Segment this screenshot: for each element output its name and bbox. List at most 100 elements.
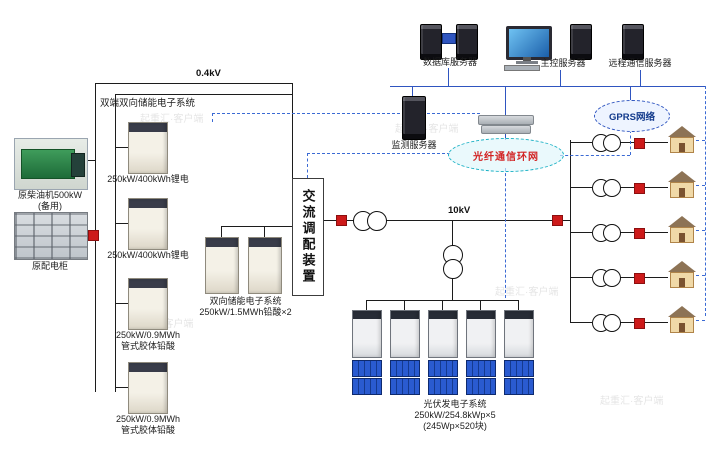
transformer-icon <box>603 224 621 242</box>
voltage-label-04kv: 0.4kV <box>196 68 221 79</box>
power-line <box>643 142 668 143</box>
mid-storage-line2: 250kW/1.5MWh铅酸×2 <box>199 306 292 317</box>
power-line <box>292 83 293 178</box>
power-line <box>115 387 128 388</box>
house-door <box>679 188 685 197</box>
distribution-cabinet-icon <box>14 212 88 260</box>
transformer-icon <box>443 259 463 279</box>
switch-icon <box>481 125 531 134</box>
comm-line-dashed <box>696 320 705 321</box>
breaker-icon <box>634 228 645 239</box>
watermark: 起重汇·客户端 <box>495 287 559 298</box>
house-body <box>670 182 694 198</box>
main-server-label: 主控服务器 <box>540 58 586 68</box>
power-line <box>643 277 668 278</box>
bus-line <box>570 140 571 322</box>
comm-line-dashed <box>696 230 705 231</box>
watermark: 起重汇·客户端 <box>395 124 459 135</box>
distribution-cabinet-label: 原配电柜 <box>31 261 68 271</box>
battery4-label: 250kW/0.9MWh 管式胶体铅酸 <box>93 414 203 436</box>
house-icon <box>668 261 696 288</box>
server-tower-icon <box>456 24 478 60</box>
house-roof <box>668 261 696 272</box>
house-door <box>679 143 685 152</box>
breaker-icon <box>634 183 645 194</box>
power-line <box>442 300 443 310</box>
mid-storage-label: 双向储能电子系统 250kW/1.5MWh铅酸×2 <box>188 296 303 318</box>
comm-line <box>560 70 561 86</box>
fiber-ring-ellipse: 光纤通信环网 <box>448 138 564 172</box>
power-line <box>570 322 592 323</box>
storage-converter-icon <box>248 237 282 294</box>
bus-line <box>95 83 292 84</box>
power-line <box>619 142 634 143</box>
power-line <box>115 223 128 224</box>
gprs-cloud: GPRS网络 <box>594 100 670 132</box>
power-line <box>264 226 265 237</box>
voltage-label-10kv: 10kV <box>448 205 471 216</box>
diesel-label-line1: 原柴油机500kW <box>17 190 82 200</box>
power-line <box>619 322 634 323</box>
pv-panel-icon <box>504 378 534 395</box>
battery-cabinet-icon <box>128 278 168 330</box>
storage-system-title: 双端双向储能电子系统 <box>100 98 196 109</box>
breaker-icon <box>336 215 347 226</box>
battery3-label: 250kW/0.9MWh 管式胶体铅酸 <box>93 330 203 352</box>
house-door <box>679 233 685 242</box>
comm-line-dashed <box>307 153 308 178</box>
power-line <box>366 300 367 310</box>
transformer-icon <box>603 269 621 287</box>
engine-body <box>21 149 75 179</box>
pv-panel-icon <box>428 360 458 377</box>
battery-cabinet-icon <box>128 362 168 414</box>
bus-line <box>115 94 116 392</box>
breaker-icon <box>88 230 99 241</box>
pv-label-line2: 250kW/254.8kWp×5 <box>414 409 496 420</box>
pv-inverter-icon <box>466 310 496 358</box>
transformer-icon <box>603 314 621 332</box>
power-line <box>86 160 95 161</box>
pv-panel-icon <box>390 378 420 395</box>
transformer-icon <box>603 179 621 197</box>
engine-block <box>71 153 85 177</box>
power-line <box>619 232 634 233</box>
house-roof <box>668 126 696 137</box>
remote-server-label: 远程通信服务器 <box>608 58 672 68</box>
pv-panel-icon <box>390 360 420 377</box>
comm-line <box>640 70 641 86</box>
diesel-label-line2: (备用) <box>38 200 62 211</box>
pv-panel-icon <box>428 378 458 395</box>
power-line <box>480 300 481 310</box>
power-line <box>518 300 519 310</box>
house-door <box>679 278 685 287</box>
ac-dispatch-device: 交流调配装置 <box>292 178 324 296</box>
power-line <box>619 277 634 278</box>
comm-line <box>448 68 449 86</box>
pv-panel-icon <box>466 360 496 377</box>
router-icon <box>478 115 534 125</box>
battery4-label-line2: 管式胶体铅酸 <box>120 424 175 435</box>
battery-cabinet-icon <box>128 122 168 174</box>
battery4-label-line1: 250kW/0.9MWh <box>115 414 181 424</box>
comm-line-dashed <box>630 130 631 155</box>
battery1-label: 250kW/400kWh锂电 <box>107 174 189 184</box>
network-link-icon <box>442 33 456 44</box>
db-server-label: 数据库服务器 <box>422 57 477 67</box>
power-line-10kv <box>322 220 570 221</box>
battery3-label-line2: 管式胶体铅酸 <box>120 340 175 351</box>
power-line <box>221 226 222 237</box>
breaker-icon <box>552 215 563 226</box>
house-roof <box>668 171 696 182</box>
ac-dispatch-label: 交流调配装置 <box>300 189 316 285</box>
power-line <box>570 277 592 278</box>
breaker-icon <box>634 318 645 329</box>
server-tower-icon <box>570 24 592 60</box>
pv-inverter-icon <box>428 310 458 358</box>
pv-panel-icon <box>352 378 382 395</box>
comm-line <box>630 86 631 102</box>
comm-line-dashed <box>696 275 705 276</box>
power-line <box>570 187 592 188</box>
comm-line-dashed <box>505 168 506 298</box>
breaker-icon <box>634 273 645 284</box>
